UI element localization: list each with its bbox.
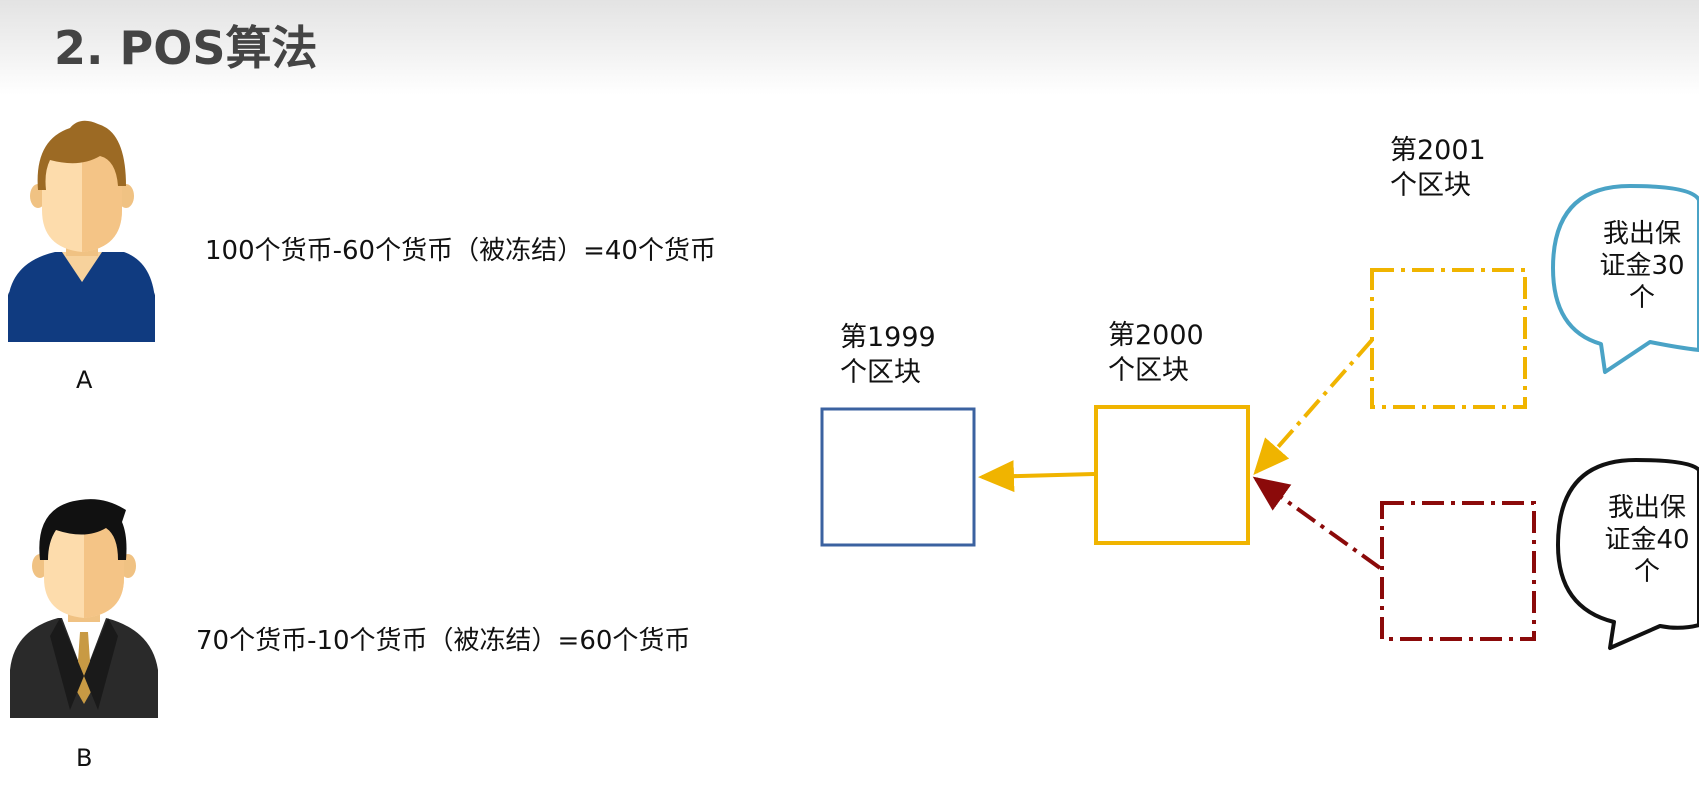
arrow-yellow-candidate xyxy=(1253,338,1374,476)
person-a-equation: 100个货币-60个货币（被冻结）=40个货币 xyxy=(205,236,716,266)
block-2000-label: 第2000 个区块 xyxy=(1108,318,1204,388)
person-b-equation: 70个货币-10个货币（被冻结）=60个货币 xyxy=(196,626,691,656)
bubble-top-line1: 我出保 xyxy=(1602,219,1681,249)
block-2000-label-line2: 个区块 xyxy=(1108,355,1189,386)
candidate-block-yellow xyxy=(1370,268,1527,409)
speech-bubble-top xyxy=(1551,184,1699,374)
bubble-bottom-line1: 我出保 xyxy=(1607,493,1686,523)
bubble-bottom-line3: 个 xyxy=(1633,557,1660,587)
block-1999-label: 第1999 个区块 xyxy=(840,320,936,390)
bubble-bottom-line2: 证金40 xyxy=(1604,525,1690,555)
person-b-avatar xyxy=(10,499,158,718)
candidate-block-red xyxy=(1380,501,1536,641)
block-2000-label-line1: 第2000 xyxy=(1108,320,1204,351)
block-2001-label-line2: 个区块 xyxy=(1390,170,1471,201)
bubble-bottom-text: 我出保 证金40 个 xyxy=(1597,492,1697,588)
block-1999 xyxy=(820,407,976,547)
bubble-top-line2: 证金30 xyxy=(1599,251,1685,281)
block-2001-label: 第2001 个区块 xyxy=(1390,133,1486,203)
slide-header xyxy=(0,0,1699,95)
arrow-red-candidate xyxy=(1252,476,1382,570)
bubble-top-line3: 个 xyxy=(1628,283,1655,313)
person-b-label: B xyxy=(76,744,93,772)
block-2001-label-line1: 第2001 xyxy=(1390,135,1486,166)
speech-bubble-bottom xyxy=(1556,458,1699,650)
block-1999-label-line1: 第1999 xyxy=(840,322,936,353)
arrow-2000-to-1999 xyxy=(978,460,1095,493)
block-1999-label-line2: 个区块 xyxy=(840,357,921,388)
block-2000 xyxy=(1094,405,1250,545)
person-a-avatar xyxy=(8,120,155,342)
slide-title: 2. POS算法 xyxy=(54,21,318,75)
person-a-label: A xyxy=(76,366,93,394)
bubble-top-text: 我出保 证金30 个 xyxy=(1592,218,1692,314)
